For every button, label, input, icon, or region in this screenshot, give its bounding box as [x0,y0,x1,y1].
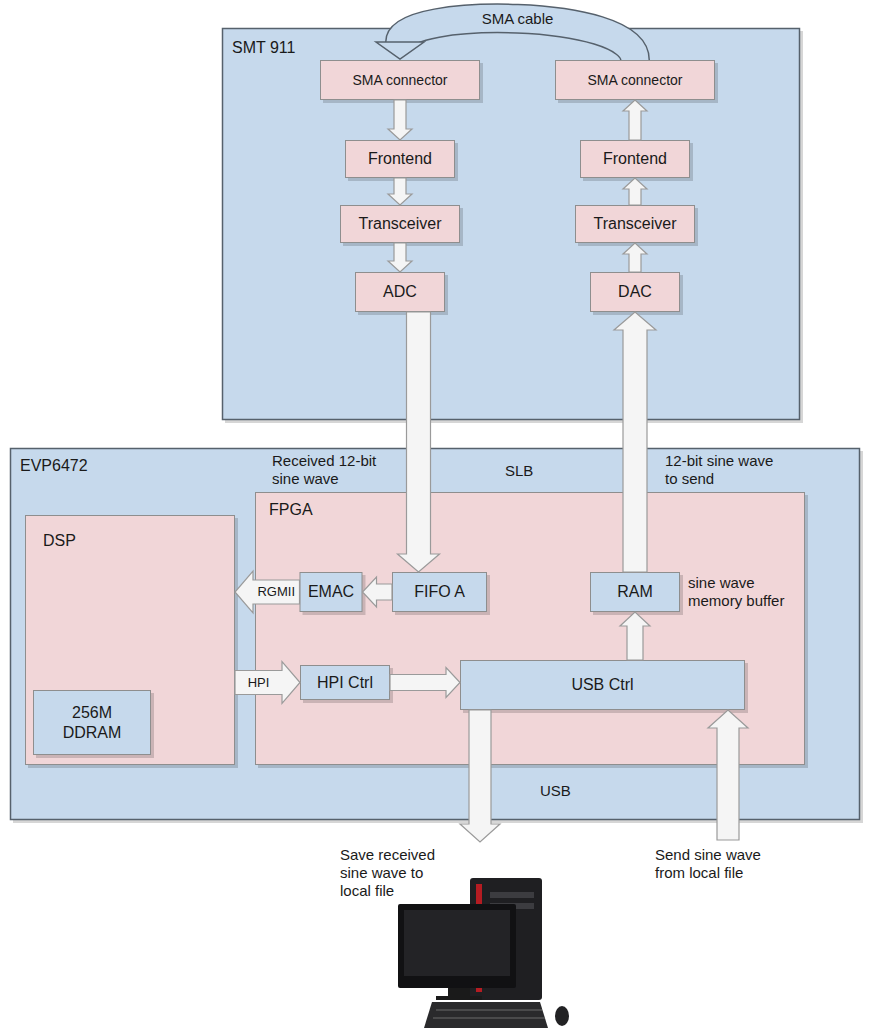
computer-illustration [398,878,569,1028]
usb-up-arrow [708,710,748,840]
usb-down-arrow [460,710,500,842]
box-shape [321,61,484,104]
transceiver-box: Transceiver [575,205,695,243]
signal-arrow [623,243,647,272]
signal-arrow [390,668,460,698]
transceiver-box: Transceiver [340,205,460,243]
signal-arrow [398,312,440,572]
box-shape [346,141,459,182]
annotation: Send sine wave from local file [655,846,775,882]
signal-arrow [235,662,300,704]
box-label: Frontend [368,149,432,168]
box-shape [34,691,155,759]
module-box: USB Ctrl [460,660,745,710]
box-shape [341,206,464,247]
box-shape [576,206,699,247]
signal-arrow [614,312,656,572]
box-label: HPI Ctrl [317,673,373,692]
signal-arrow [235,571,300,613]
signal-arrow [623,100,647,140]
box-label: RAM [617,582,653,601]
annotation: Save received sine wave to local file [340,846,452,900]
memory-box: 256M DDRAM [33,690,151,755]
box-shape [223,29,804,424]
box-shape [591,273,684,316]
module-box: FIFO A [392,572,487,612]
bus-label: USB [540,782,600,800]
box-label: SMA connector [588,72,683,89]
signal-label: Received 12-bit sine wave [272,452,392,488]
box-label: USB Ctrl [571,675,633,694]
signal-label: 12-bit sine wave to send [665,452,783,488]
signal-arrow [388,243,412,272]
module-box: EMAC [300,572,363,612]
bus-label: SLB [505,462,565,480]
cable-label: SMA cable [480,10,556,28]
signal-arrow [388,178,412,205]
frontend-box: Frontend [345,140,455,178]
box-shape [461,661,749,714]
box-shape [301,666,394,704]
fpga-box: FPGA EMAC FIFO A RAM HPI Ctrl USB Ctrl [255,492,805,765]
box-shape [300,573,366,616]
processor-box: DSP 256M DDRAM [25,515,235,765]
annotation: sine wave memory buffer [688,574,800,610]
box-label: 256M DDRAM [57,703,127,741]
connector-box: SMA connector [555,60,715,100]
module-box: RAM [590,572,680,612]
signal-arrow [363,577,393,607]
box-heading: SMT 911 [232,38,790,57]
box-shape [26,516,239,769]
signal-label: HPI [246,675,272,691]
box-label: ADC [383,282,417,301]
box-shape [581,141,694,182]
box-label: Transceiver [594,214,677,233]
box-heading: FPGA [269,500,791,519]
box-shape [591,573,684,616]
signal-arrow [623,178,647,205]
box-label: EMAC [308,582,354,601]
box-label: SMA connector [353,72,448,89]
box-label: Transceiver [359,214,442,233]
converter-box: DAC [590,272,680,312]
converter-box: ADC [355,272,445,312]
frontend-box: Frontend [580,140,690,178]
signal-label: RGMII [255,584,297,600]
box-label: FIFO A [414,582,465,601]
signal-arrow [388,100,412,140]
board-box: EVP6472DSP256M DDRAMFPGAEMACFIFO ARAMHPI… [10,448,860,820]
box-shape [556,61,719,104]
signal-arrow [620,612,650,660]
board-box: SMT 911SMA connector SMA connectorFronten… [222,28,800,420]
box-label: Frontend [603,149,667,168]
module-box: HPI Ctrl [300,665,390,700]
box-label: DAC [618,282,652,301]
connector-box: SMA connector [320,60,480,100]
box-heading: DSP [43,531,217,550]
box-shape [393,573,491,616]
box-shape [356,273,449,316]
